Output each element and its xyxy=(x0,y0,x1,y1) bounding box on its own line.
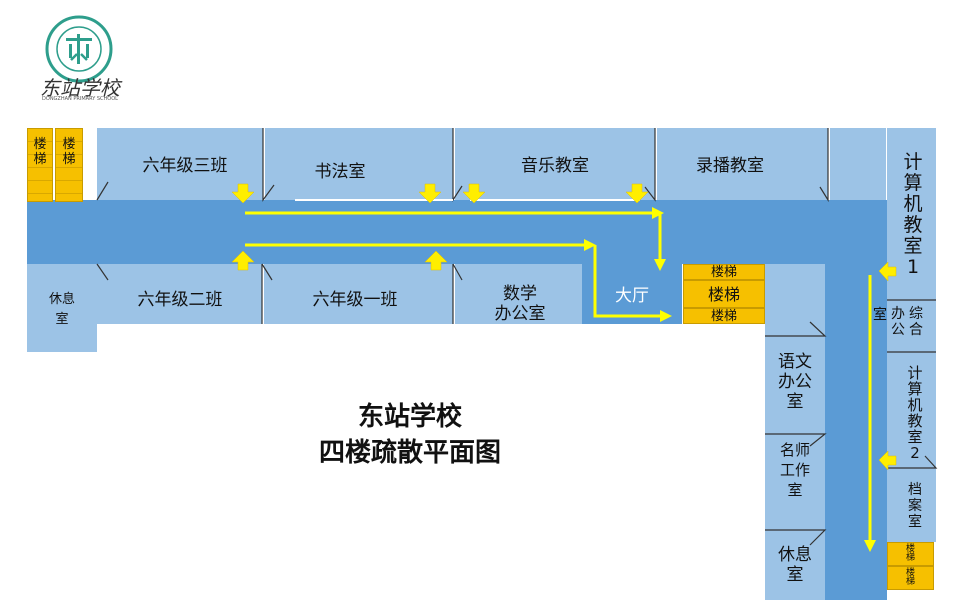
door-line xyxy=(452,263,463,281)
room-teacher-studio-label: 名师 工作 室 xyxy=(779,441,810,499)
door-line xyxy=(261,263,273,281)
room-grade6-class1-label: 六年级一班 xyxy=(312,290,398,310)
stair-center-mid xyxy=(683,280,765,308)
exit-marker xyxy=(878,450,897,471)
room-rest-left-label: 休息 室 xyxy=(48,292,75,327)
door-line xyxy=(452,128,463,203)
door-line xyxy=(765,433,827,447)
door-line xyxy=(819,128,829,203)
door-line xyxy=(765,321,827,337)
stair-right-1-label: 楼 梯 xyxy=(905,544,915,563)
exit-marker xyxy=(878,261,897,282)
map-title-line2: 四楼疏散平面图 xyxy=(318,438,501,468)
room-rest-right xyxy=(765,530,825,600)
room-general-office-c: 综 合 xyxy=(909,306,923,338)
room-chinese-office xyxy=(765,336,825,434)
door-line xyxy=(96,263,109,281)
room-math-office xyxy=(455,264,582,324)
room-calligraphy xyxy=(265,128,453,200)
school-logo-english: DONGZHAN PRIMARY SCHOOL xyxy=(42,96,118,102)
door-line xyxy=(644,128,656,202)
evac-path-hall xyxy=(593,245,665,318)
room-music-label: 音乐教室 xyxy=(521,156,589,176)
exit-marker xyxy=(462,183,486,204)
exit-marker xyxy=(418,183,442,204)
room-computer1-label: 计 算 机 教 室 1 xyxy=(903,151,923,278)
room-archive-label: 档 案 室 xyxy=(908,482,922,530)
door-line xyxy=(96,181,109,201)
stair-center-top xyxy=(683,264,765,280)
room-grade6-class3 xyxy=(97,128,263,200)
school-logo xyxy=(44,14,114,84)
room-right-col-top xyxy=(765,264,825,336)
door-line xyxy=(765,529,827,546)
room-chinese-office-label: 语文 办公 室 xyxy=(778,352,812,412)
arrowhead xyxy=(652,207,664,219)
room-general-office xyxy=(887,300,936,352)
room-general-office-a: 室 xyxy=(873,307,887,323)
room-grade6-class3-label: 六年级三班 xyxy=(142,156,228,176)
room-corner-top xyxy=(830,128,886,200)
map-title-line1: 东站学校 xyxy=(357,402,462,432)
room-archive xyxy=(887,468,936,542)
arrowhead xyxy=(660,310,672,322)
arrowhead xyxy=(654,259,666,271)
stair-center-top-label: 楼梯 xyxy=(710,265,737,280)
room-rest-left xyxy=(27,264,97,352)
door-line xyxy=(262,128,275,202)
stair-center-mid-label: 楼梯 xyxy=(707,285,740,304)
room-math-office-label: 数学 办公室 xyxy=(494,284,546,324)
room-calligraphy-label: 书法室 xyxy=(314,162,366,182)
stair-center-bot xyxy=(683,308,765,324)
corridor-main xyxy=(27,200,887,264)
room-computer2 xyxy=(887,352,936,468)
school-logo-name: 东站学校 xyxy=(40,76,120,100)
room-recording-label: 录播教室 xyxy=(696,156,764,176)
room-music xyxy=(455,128,655,200)
exit-marker xyxy=(231,183,255,204)
room-teacher-studio xyxy=(765,434,825,530)
arrowhead xyxy=(864,540,876,552)
room-grade6-class2-label: 六年级二班 xyxy=(137,290,223,310)
stair-left-1 xyxy=(27,128,53,202)
exit-marker xyxy=(231,250,255,271)
stair-right-2 xyxy=(887,566,934,590)
hall-label: 大厅 xyxy=(615,286,649,306)
room-grade6-class2 xyxy=(97,264,262,324)
school-seal-icon xyxy=(45,15,113,83)
stair-left-1-label: 楼 梯 xyxy=(33,137,47,167)
exit-marker xyxy=(424,250,448,271)
stair-center-bot-label: 楼梯 xyxy=(710,309,737,324)
stair-left-2-label: 楼 梯 xyxy=(62,137,76,167)
stair-left-2 xyxy=(55,128,83,202)
room-general-office-b: 办 公 xyxy=(891,306,905,338)
corridor-right xyxy=(825,200,887,600)
stair-right-2-label: 楼 梯 xyxy=(905,568,915,587)
room-recording xyxy=(657,128,828,200)
door-line xyxy=(887,455,938,469)
stair-right-1 xyxy=(887,542,934,566)
exit-marker xyxy=(625,183,649,204)
arrowhead xyxy=(584,239,596,251)
room-computer2-label: 计 算 机 教 室 2 xyxy=(907,364,923,462)
room-rest-right-label: 休息 室 xyxy=(778,545,812,585)
room-grade6-class1 xyxy=(264,264,453,324)
